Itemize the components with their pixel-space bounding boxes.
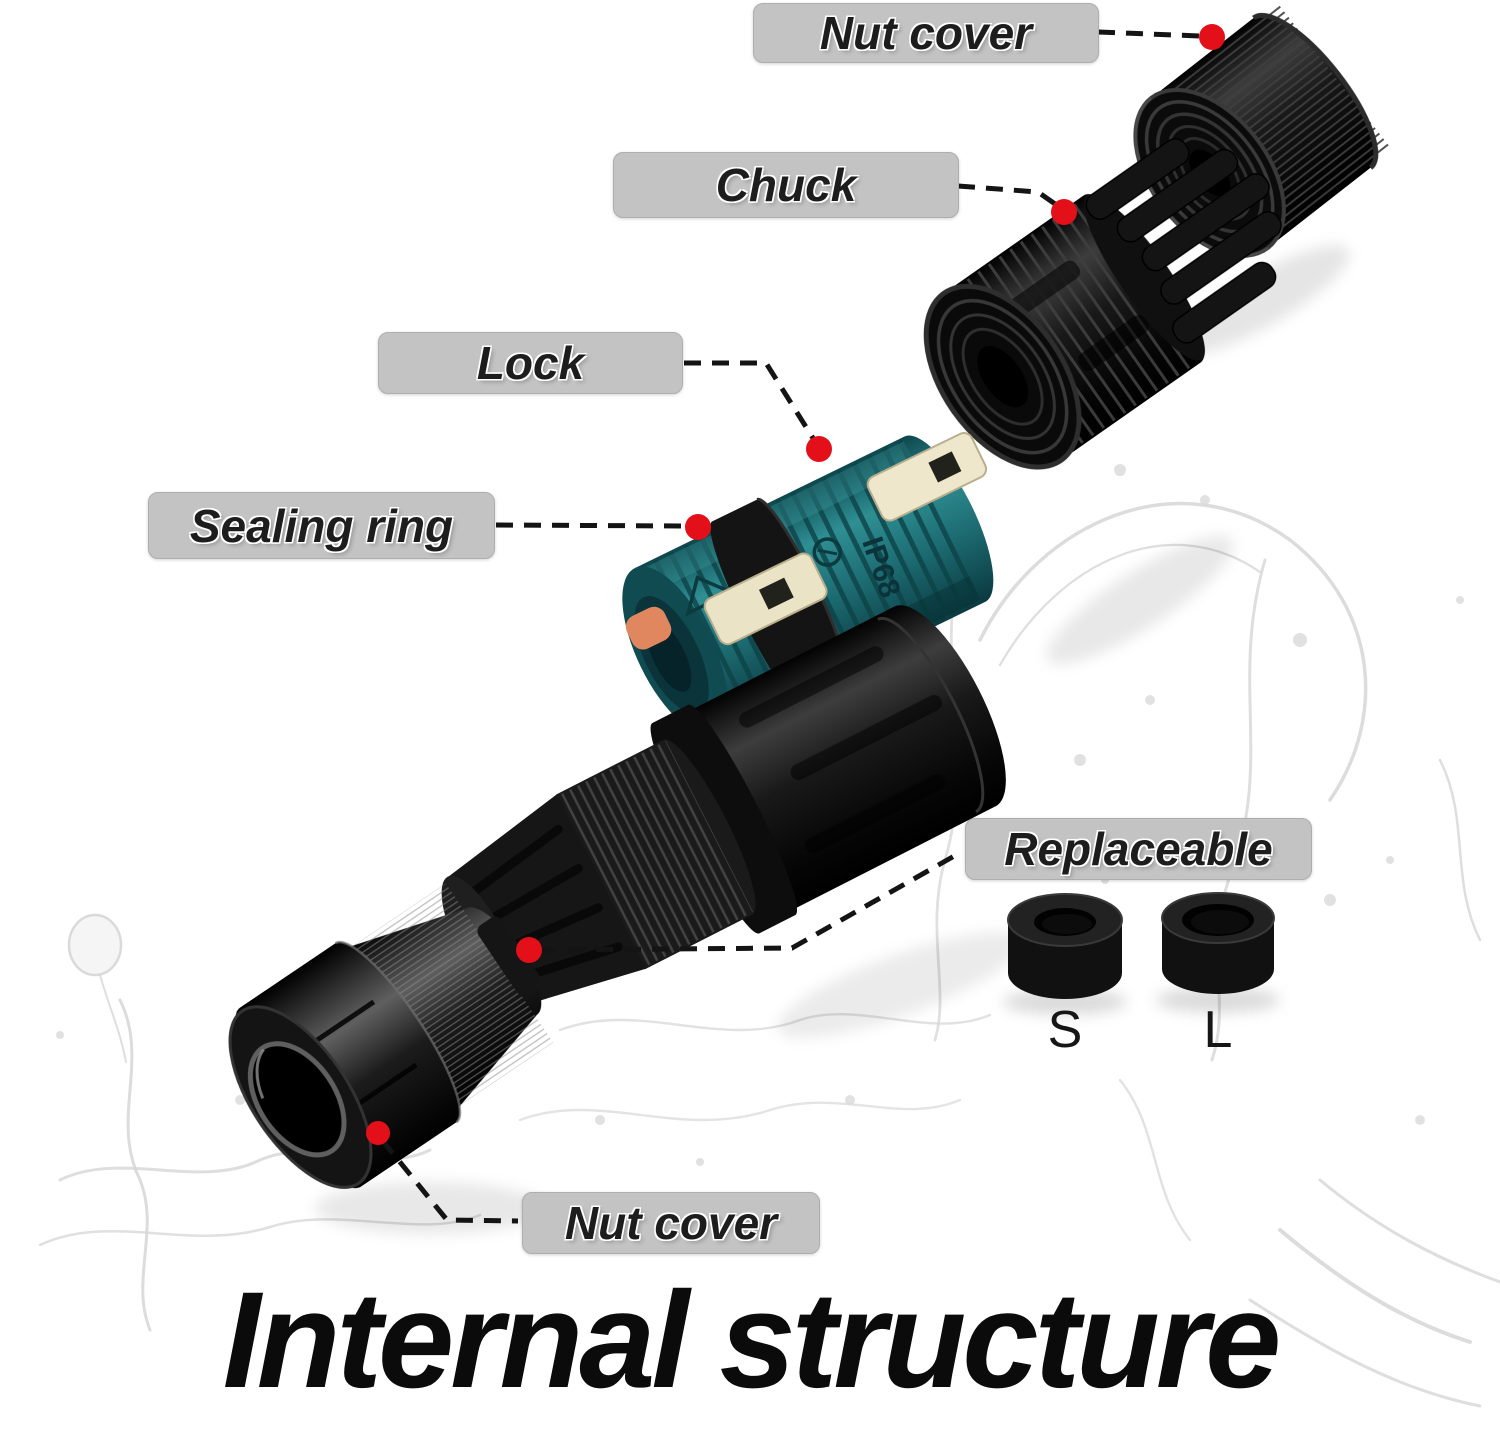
- page-title: Internal structure: [222, 1264, 1282, 1417]
- label-replaceable: Replaceable: [965, 818, 1312, 880]
- callout-line-sealing-ring: [495, 522, 687, 529]
- chuck-part: [923, 138, 1282, 470]
- callout-dot-nut-cover-top: [1199, 24, 1225, 50]
- label-sealing-ring: Sealing ring: [148, 492, 495, 559]
- circle-marking: [812, 537, 843, 567]
- label-nut-cover-top: Nut cover: [753, 3, 1099, 63]
- lock-tab-upper: [866, 432, 988, 522]
- callout-line-nut-cover-top: [1097, 29, 1201, 39]
- part-shadows: [315, 245, 1350, 1234]
- callout-line-nut-cover-bottom: [380, 1138, 519, 1224]
- callout-dot-sealing-ring: [685, 514, 711, 540]
- callout-lines: [380, 29, 1201, 1224]
- water-splash-background: [38, 464, 1500, 1408]
- lock-tab-lower: [703, 552, 828, 646]
- callout-line-lock: [684, 360, 819, 445]
- callout-dots: [366, 24, 1225, 1145]
- callout-line-replaceable: [539, 852, 958, 953]
- callout-line-chuck: [957, 183, 1060, 209]
- callout-dot-lock: [806, 436, 832, 462]
- ring-size-small-label: S: [1047, 1001, 1083, 1059]
- wire-stub-orange: [625, 606, 672, 650]
- label-lock: Lock: [378, 332, 683, 394]
- callout-dot-replaceable: [516, 937, 542, 963]
- rubber-ring-large: [1161, 892, 1275, 994]
- callout-dot-chuck: [1051, 199, 1077, 225]
- rubber-ring-small: [1007, 893, 1123, 999]
- chuck-prongs: [1085, 138, 1282, 344]
- nut-cover-bottom-part: [228, 883, 554, 1189]
- label-chuck: Chuck: [613, 152, 959, 218]
- ring-size-large-label: L: [1203, 1001, 1233, 1059]
- callout-dot-nut-cover-bottom: [366, 1121, 390, 1145]
- label-nut-cover-bottom: Nut cover: [522, 1192, 820, 1254]
